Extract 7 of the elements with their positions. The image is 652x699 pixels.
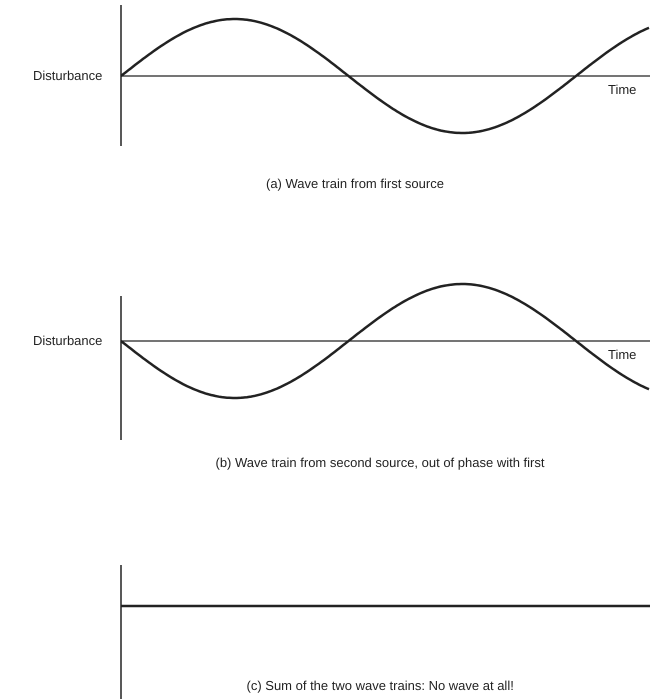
axis-label: Disturbance <box>33 333 102 348</box>
axis-label: Time <box>608 82 636 97</box>
caption: (b) Wave train from second source, out of phase with first <box>216 455 544 470</box>
caption: (c) Sum of the two wave trains: No wave at all! <box>246 678 514 693</box>
axis-label: Time <box>608 347 636 362</box>
caption: (a) Wave train from first source <box>266 176 444 191</box>
axis-label: Disturbance <box>33 68 102 83</box>
